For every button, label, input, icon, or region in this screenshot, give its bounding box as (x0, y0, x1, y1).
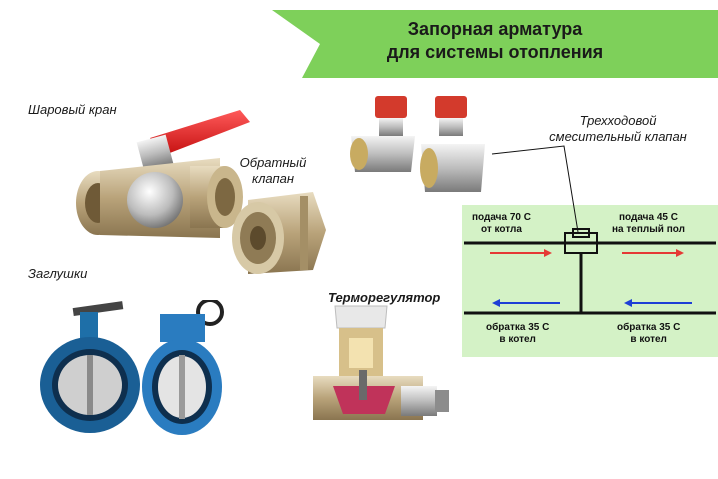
mixing-diagram-lines (464, 228, 716, 315)
banner-shape (272, 10, 718, 78)
title-banner: Запорная арматура для системы отопления (272, 10, 718, 78)
return-out-line-1: обратка 35 С (617, 322, 681, 333)
butterfly-valves-image (40, 300, 224, 435)
supply-out-line-2: на теплый пол (612, 224, 685, 235)
supply-out-label: подача 45 С на теплый пол (612, 212, 685, 236)
check-valve-image (232, 192, 326, 274)
return-out-line-2: в котел (630, 334, 667, 345)
thermoregulator-image (313, 305, 449, 420)
banner-title: Запорная арматура для системы отопления (272, 18, 718, 64)
return-in-line-2: в котел (499, 334, 536, 345)
check-valve-label: Обратный клапан (230, 155, 316, 187)
check-valve-label-line-2: клапан (251, 171, 295, 186)
three-way-valve-image (350, 96, 485, 192)
supply-in-line-2: от котла (481, 224, 522, 235)
return-out-label: обратка 35 С в котел (617, 322, 680, 346)
supply-out-line-1: подача 45 С (619, 212, 678, 223)
mixing-diagram: подача 70 С от котла подача 45 С на тепл… (462, 205, 718, 357)
supply-in-line-1: подача 70 С (472, 212, 531, 223)
three-way-valve-label-line-1: Трехходовой (579, 113, 657, 128)
ball-valve-image (76, 110, 250, 238)
three-way-valve-label-line-2: смесительный клапан (549, 129, 687, 144)
plugs-label: Заглушки (28, 266, 88, 281)
callout-line (491, 145, 579, 233)
supply-in-label: подача 70 С от котла (472, 212, 531, 236)
banner-line-2: для системы отопления (386, 42, 604, 62)
three-way-valve-label: Трехходовой смесительный клапан (530, 113, 706, 145)
return-in-label: обратка 35 С в котел (486, 322, 549, 346)
banner-line-1: Запорная арматура (407, 19, 583, 39)
ball-valve-label: Шаровый кран (28, 102, 117, 117)
return-in-line-1: обратка 35 С (486, 322, 550, 333)
thermoregulator-label: Терморегулятор (328, 290, 441, 305)
check-valve-label-line-1: Обратный (239, 155, 307, 170)
